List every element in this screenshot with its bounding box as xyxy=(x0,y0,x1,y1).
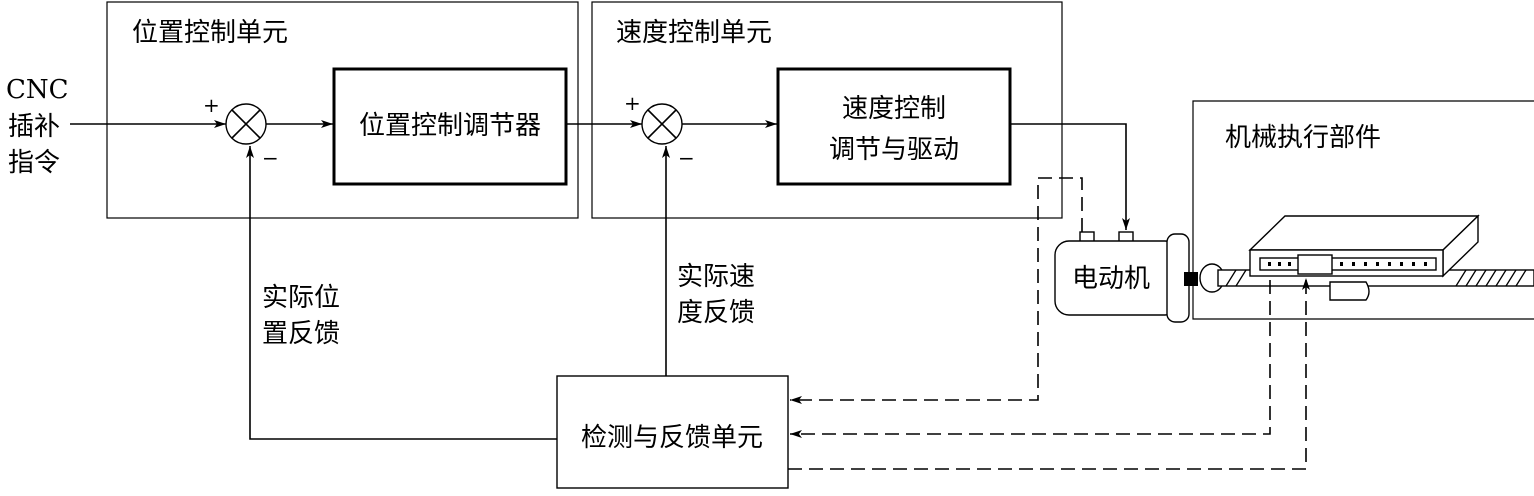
position-unit-title: 位置控制单元 xyxy=(132,18,288,48)
input-label-line2: 插补 xyxy=(8,112,60,142)
scale-reading-head xyxy=(1297,254,1333,275)
ball-screw-and-table xyxy=(1199,214,1534,301)
drive-to-motor-arrow xyxy=(1010,123,1130,230)
input-label-line3: 指令 xyxy=(8,148,60,178)
table-position-signal-dashed xyxy=(788,278,1310,470)
position-minus-sign: − xyxy=(262,146,279,170)
linear-scale xyxy=(1259,257,1437,271)
speed-feedback-label-line1: 实际速 xyxy=(677,262,755,292)
mechanical-unit-box xyxy=(1192,100,1534,320)
speed-drive-label-line2: 调节与驱动 xyxy=(829,135,959,165)
position-summing-junction xyxy=(225,103,267,145)
speed-drive-label-line1: 速度控制 xyxy=(842,94,946,124)
position-feedback-line xyxy=(246,146,557,440)
speed-feedback-label-line2: 度反馈 xyxy=(677,298,755,328)
position-regulator-block xyxy=(332,67,568,186)
mechanical-unit-title: 机械执行部件 xyxy=(1225,123,1381,153)
feedback-unit-label: 检测与反馈单元 xyxy=(581,423,763,453)
scale-signal-dashed xyxy=(790,280,1271,438)
position-plus-sign: + xyxy=(203,93,220,117)
input-label-line1: CNC xyxy=(6,75,69,105)
speed-minus-sign: − xyxy=(678,146,695,170)
position-feedback-label-line2: 置反馈 xyxy=(262,319,340,349)
position-control-unit-box xyxy=(106,1,579,219)
motor-shaft-coupling xyxy=(1184,272,1198,286)
ball-nut xyxy=(1329,281,1370,301)
worktable-top xyxy=(1248,215,1480,251)
motor-assembly xyxy=(1054,231,1198,323)
speed-control-unit-box xyxy=(591,1,1063,219)
position-feedback-label-line1: 实际位 xyxy=(262,283,340,313)
speed-summing-junction xyxy=(641,103,683,145)
feedback-unit-block xyxy=(556,375,789,489)
position-regulator-label: 位置控制调节器 xyxy=(359,111,541,141)
speed-drive-block xyxy=(776,67,1012,186)
motor-label: 电动机 xyxy=(1072,264,1150,294)
speed-unit-title: 速度控制单元 xyxy=(616,18,772,48)
speed-plus-sign: + xyxy=(624,91,641,115)
motor-sensor-signal-dashed xyxy=(790,177,1083,404)
